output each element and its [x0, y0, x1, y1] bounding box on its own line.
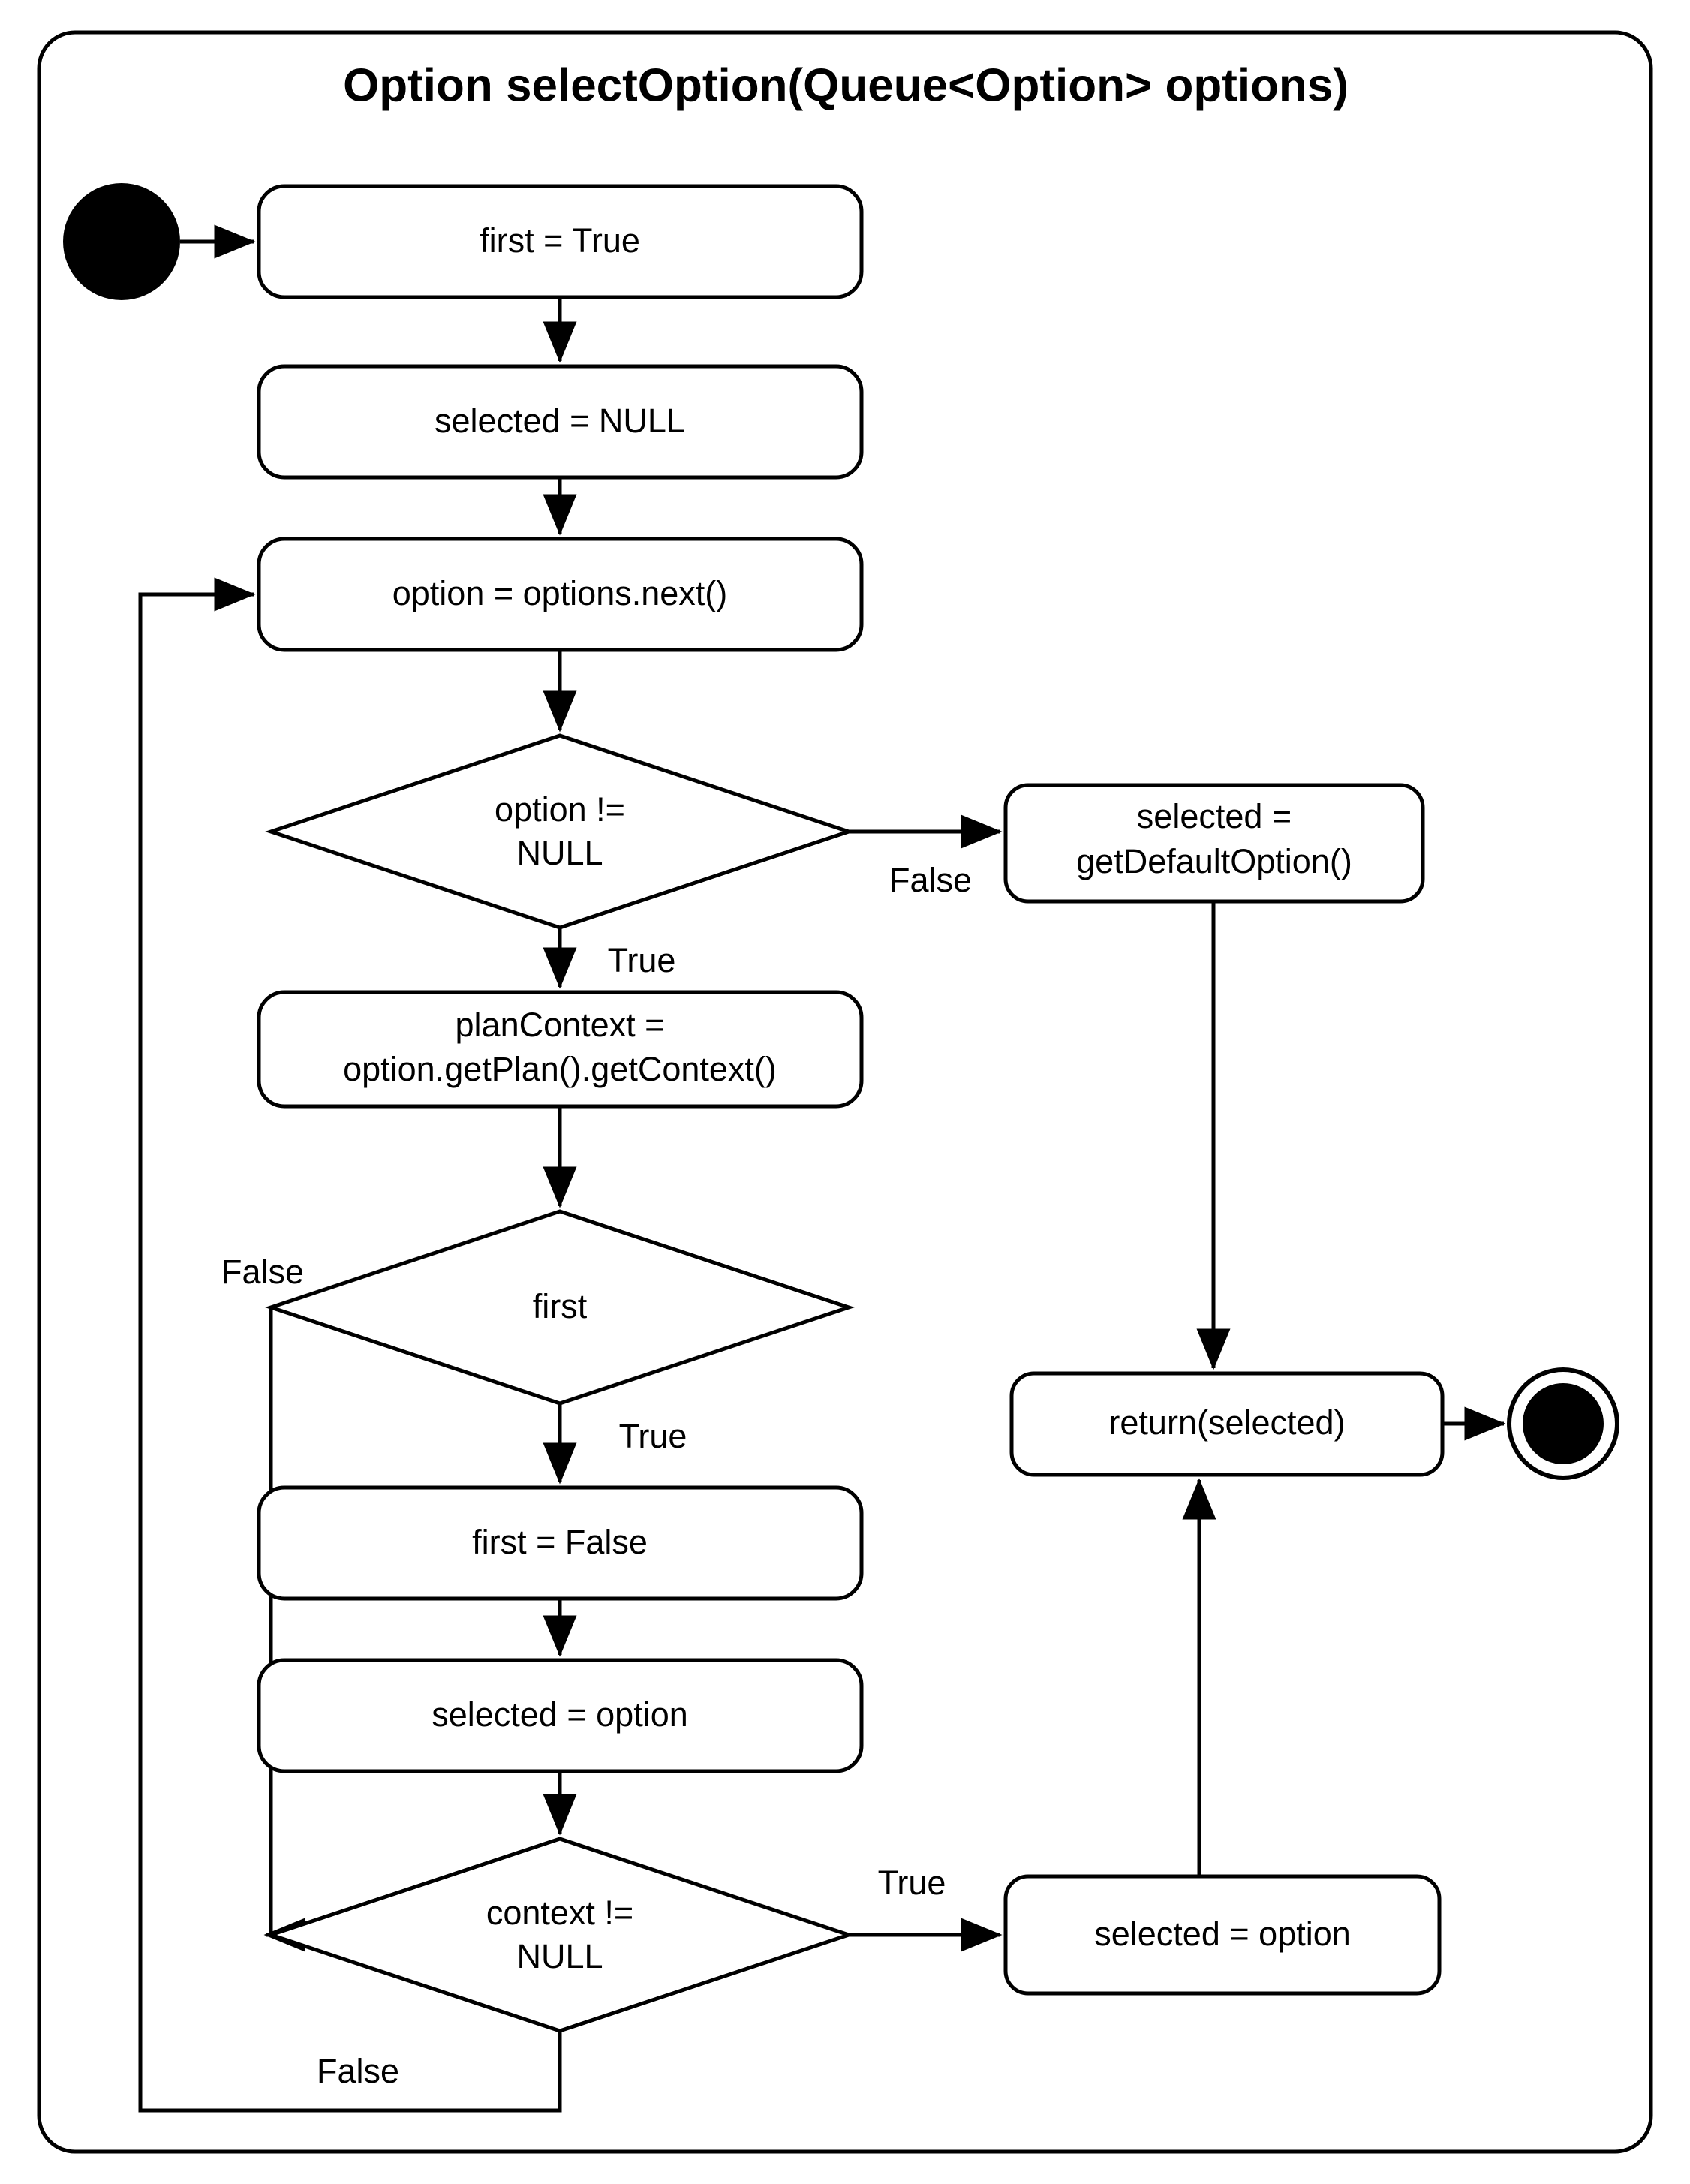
edge-label-false-context-not-null: False [317, 2052, 399, 2090]
edge-label-true-option-not-null: True [608, 941, 676, 979]
edge-label-true-first-decision: True [619, 1417, 687, 1455]
node-option-next-shape [257, 537, 864, 652]
node-option-not-null-label-line1: option != [495, 790, 625, 829]
node-option-next[interactable]: option = options.next() [257, 537, 864, 652]
node-context-not-null-label-line1: context != [486, 1894, 633, 1932]
node-first-false[interactable]: first = False [257, 1485, 864, 1601]
node-selected-option-right-label: selected = option [1094, 1915, 1351, 1953]
node-return-selected-shape [1009, 1371, 1445, 1477]
node-get-default-option-label-line2: getDefaultOption() [1076, 842, 1352, 880]
node-option-not-null-label-line2: NULL [516, 834, 603, 872]
diagram-frame [37, 30, 1653, 2154]
node-context-not-null-shape [265, 1837, 855, 2033]
node-selected-option-left-label: selected = option [432, 1695, 688, 1734]
node-plan-context-label-line1: planContext = [456, 1006, 665, 1044]
node-option-next-label: option = options.next() [392, 574, 728, 612]
node-return-selected-label: return(selected) [1108, 1403, 1345, 1442]
node-first-false-label: first = False [472, 1523, 648, 1561]
final-node-inner-disc [1523, 1383, 1604, 1464]
final-node[interactable] [1507, 1367, 1619, 1480]
node-selected-option-right-shape [1003, 1874, 1442, 1996]
node-first-true[interactable]: first = True [257, 184, 864, 299]
node-return-selected[interactable]: return(selected) [1009, 1371, 1445, 1477]
node-selected-option-left[interactable]: selected = option [257, 1658, 864, 1773]
initial-node[interactable] [63, 183, 180, 300]
node-selected-null[interactable]: selected = NULL [257, 364, 864, 480]
node-plan-context[interactable]: planContext = option.getPlan().getContex… [257, 990, 864, 1109]
node-get-default-option[interactable]: selected = getDefaultOption() [1003, 783, 1425, 904]
node-selected-option-left-shape [257, 1658, 864, 1773]
node-option-not-null-shape [265, 733, 855, 930]
node-option-not-null[interactable]: option != NULL [265, 733, 855, 930]
edge-label-false-first-decision: False [221, 1253, 304, 1291]
page-title: Option selectOption(Queue<Option> option… [343, 59, 1349, 111]
node-first-true-shape [257, 184, 864, 299]
node-selected-option-right[interactable]: selected = option [1003, 1874, 1442, 1996]
node-context-not-null-label-line2: NULL [516, 1937, 603, 1975]
node-plan-context-label-line2: option.getPlan().getContext() [343, 1050, 777, 1088]
node-first-decision-label: first [533, 1287, 588, 1325]
edge-label-true-context-not-null: True [878, 1864, 946, 1902]
node-context-not-null[interactable]: context != NULL [265, 1837, 855, 2033]
node-first-decision[interactable]: first [265, 1209, 855, 1406]
node-get-default-option-label-line1: selected = [1137, 797, 1292, 835]
node-first-false-shape [257, 1485, 864, 1601]
edge-label-false-option-not-null: False [889, 861, 972, 899]
node-first-decision-shape [265, 1209, 855, 1406]
node-first-true-label: first = True [480, 221, 640, 260]
node-get-default-option-shape [1003, 783, 1425, 904]
node-selected-null-shape [257, 364, 864, 480]
node-selected-null-label: selected = NULL [435, 402, 685, 440]
edge-first-decision-false [263, 1307, 305, 1952]
node-plan-context-shape [257, 990, 864, 1109]
edge-context-not-null-false-loopback [138, 577, 562, 2113]
